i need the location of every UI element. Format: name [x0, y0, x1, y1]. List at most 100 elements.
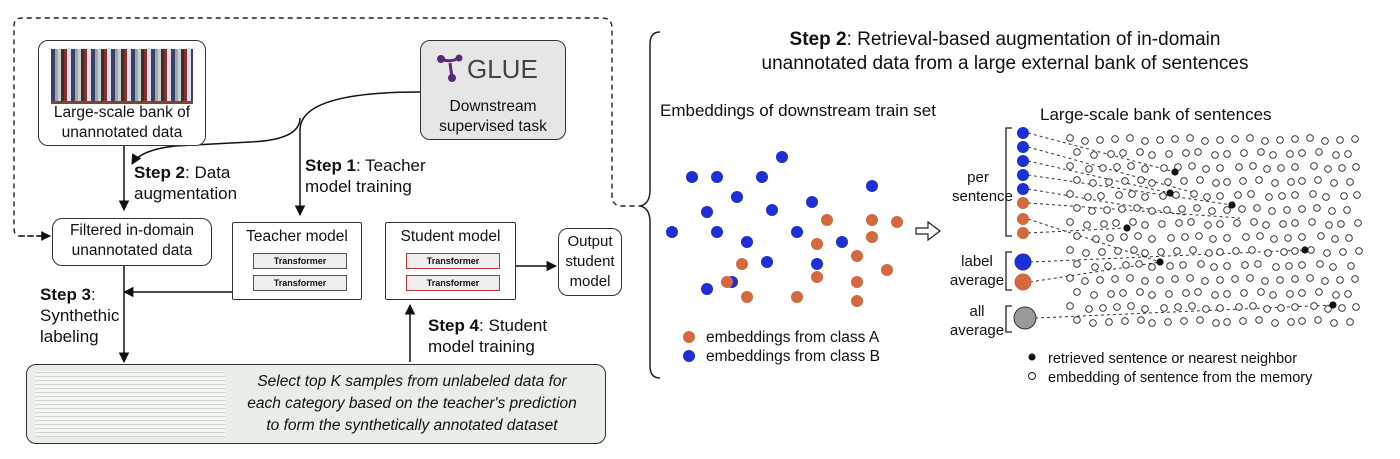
select-line2: each category based on the teacher's pre… — [247, 395, 577, 412]
memory-point — [1276, 276, 1284, 284]
memory-point — [1298, 261, 1306, 269]
memory-point — [1264, 249, 1272, 257]
class-b-point — [701, 283, 713, 295]
memory-point — [1337, 220, 1345, 228]
memory-point — [1239, 177, 1247, 185]
memory-point — [1249, 302, 1257, 310]
memory-point — [1287, 318, 1295, 326]
memory-point — [1211, 151, 1219, 159]
embedding-scatter — [666, 151, 903, 307]
class-a-point — [821, 214, 833, 226]
retrieval-link — [1034, 304, 1334, 319]
memory-point — [1298, 317, 1306, 325]
memory-point — [1247, 190, 1255, 198]
memory-point — [1343, 206, 1351, 214]
memory-point — [1073, 148, 1081, 156]
memory-point — [1277, 304, 1285, 312]
memory-point — [1097, 192, 1105, 200]
memory-point — [1223, 234, 1231, 242]
memory-point — [1210, 263, 1218, 271]
class-a-point — [741, 291, 753, 303]
sentence-embedding — [1017, 169, 1029, 181]
class-a-point — [851, 250, 863, 262]
memory-point — [1330, 179, 1338, 187]
class-b-point — [741, 236, 753, 248]
memory-point — [1216, 276, 1224, 284]
memory-point — [1127, 302, 1135, 310]
memory-point — [1202, 165, 1210, 173]
memory-point — [1172, 191, 1180, 199]
memory-point — [1205, 249, 1213, 257]
legend-memory-marker — [1028, 372, 1036, 380]
select-line3: to form the synthetically annotated data… — [266, 417, 558, 434]
memory-point — [1195, 232, 1203, 240]
memory-point — [1180, 177, 1188, 185]
glue-logo-text: GLUE — [467, 54, 538, 84]
memory-point — [1261, 137, 1269, 145]
memory-point — [1089, 179, 1097, 187]
memory-point — [1128, 190, 1136, 198]
downstream-line2: supervised task — [439, 118, 547, 135]
memory-point — [1257, 148, 1265, 156]
filtered-line2: unannotated data — [71, 242, 193, 259]
class-a-point — [811, 271, 823, 283]
bank-label-line1: Large-scale bank of — [53, 104, 191, 121]
memory-point — [1119, 149, 1127, 157]
retrieved-point — [1301, 246, 1309, 254]
memory-point — [1324, 305, 1332, 313]
step3-num: Step 3 — [40, 285, 92, 304]
memory-point — [1113, 303, 1121, 311]
class-a-point — [811, 238, 823, 250]
memory-point — [1130, 246, 1138, 254]
memory-point — [1175, 219, 1183, 227]
sentence-embedding — [1017, 213, 1029, 225]
memory-point — [1279, 220, 1287, 228]
memory-point — [1164, 178, 1172, 186]
class-a-point — [881, 264, 893, 276]
right-title-rest: : Retrieval-based augmentation of in-dom… — [846, 29, 1221, 50]
per-label: per — [967, 169, 989, 186]
all-average-word: average — [949, 322, 1005, 339]
memory-point — [1180, 317, 1188, 325]
memory-point — [1346, 318, 1354, 326]
memory-point — [1212, 179, 1220, 187]
class-b-point — [761, 256, 773, 268]
memory-point — [1330, 319, 1338, 327]
memory-point — [1208, 207, 1216, 215]
memory-point — [1291, 219, 1299, 227]
legend-markers — [683, 331, 1036, 380]
memory-point — [1314, 176, 1322, 184]
sentence-embedding — [1017, 155, 1029, 167]
memory-point — [1194, 148, 1202, 156]
class-b-point — [711, 171, 723, 183]
memory-point — [1270, 235, 1278, 243]
memory-point — [1306, 134, 1314, 142]
class-a-point — [851, 276, 863, 288]
memory-point — [1158, 220, 1166, 228]
memory-point — [1090, 291, 1098, 299]
memory-point — [1196, 176, 1204, 184]
memory-point — [1287, 178, 1295, 186]
memory-point — [1268, 207, 1276, 215]
step4-text2: model training — [428, 337, 535, 356]
retrieval-link — [1027, 202, 1241, 219]
memory-point — [1073, 288, 1081, 296]
memory-point — [1126, 134, 1134, 142]
right-title-bold: Step 2 — [789, 29, 847, 50]
right-title: Step 2: Retrieval-based augmentation of … — [700, 28, 1310, 76]
memory-point — [1201, 277, 1209, 285]
memory-point — [1242, 233, 1250, 241]
class-b-point — [806, 196, 818, 208]
step3-text3: labeling — [40, 327, 99, 346]
memory-point — [1159, 192, 1167, 200]
all-word: all — [969, 303, 985, 320]
memory-point — [1084, 193, 1092, 201]
memory-point — [1165, 150, 1173, 158]
filtered-line1: Filtered in-domain — [69, 222, 195, 239]
memory-point — [1211, 291, 1219, 299]
memory-point — [1255, 176, 1263, 184]
class-a-point — [866, 214, 878, 226]
step2-text2: augmentation — [134, 184, 238, 203]
memory-point — [1347, 262, 1355, 270]
